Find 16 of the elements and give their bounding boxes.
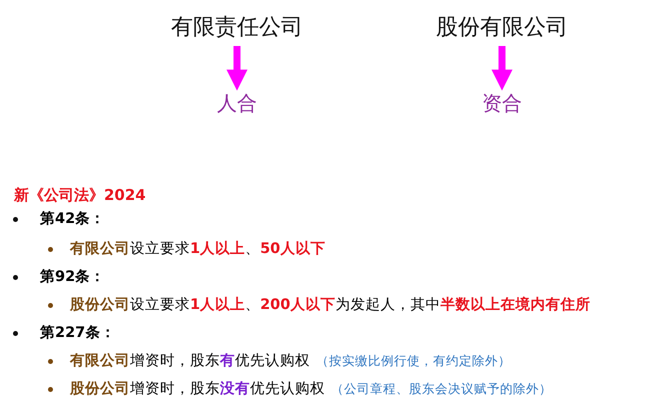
node-label: 有限责任公司 xyxy=(171,12,303,42)
bullet-text: 有限公司增资时，股东有优先认购权 xyxy=(70,353,310,369)
node-label: 人合 xyxy=(217,90,257,117)
bullet-text: 股份公司设立要求1人以上、200人以下为发起人，其中半数以上在境内有住所 xyxy=(70,297,590,313)
article-heading: 第92条： xyxy=(40,269,106,285)
node-label: 股份有限公司 xyxy=(436,12,568,42)
heading: 新《公司法》2024 xyxy=(14,186,146,205)
node-label: 资合 xyxy=(482,90,522,117)
bullet-text: 有限公司设立要求1人以上、50人以下 xyxy=(70,241,326,257)
note-text: （公司章程、股东会决议赋予的除外） xyxy=(331,381,552,396)
article-heading: 第42条： xyxy=(40,211,106,227)
arrow xyxy=(492,46,512,91)
article-heading: 第227条： xyxy=(40,325,116,341)
note-text: （按实缴比例行使，有约定除外） xyxy=(316,353,511,368)
arrow xyxy=(226,46,248,91)
bullet-text: 股份公司增资时，股东没有优先认购权 xyxy=(70,381,325,397)
